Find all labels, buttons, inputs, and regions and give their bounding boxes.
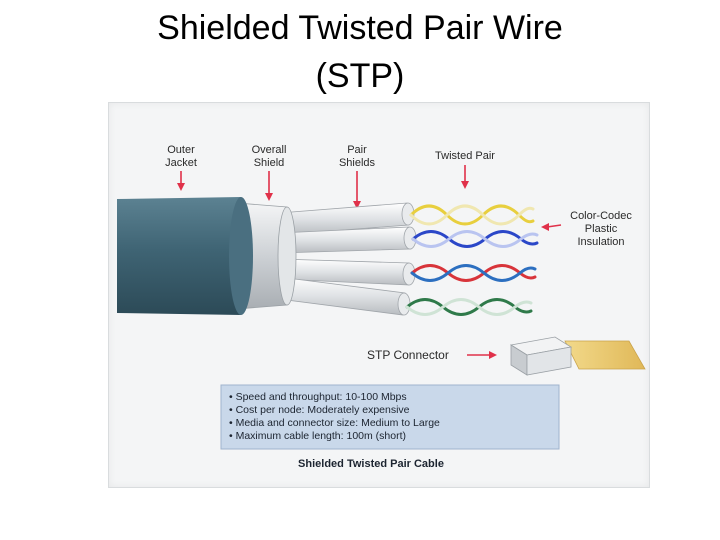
spec-box — [220, 384, 560, 450]
title-line-2: (STP) — [315, 57, 405, 95]
title-line-1: Shielded Twisted Pair Wire — [157, 9, 563, 47]
twisted-pair-blue — [411, 230, 539, 248]
label-pair-shields-line1: Pair — [347, 144, 367, 156]
arrow-twisted-pair-head — [461, 181, 469, 189]
pair-shield-tube-4-end — [397, 292, 411, 316]
wire-blue-stripe — [411, 230, 539, 248]
spec-item-length: • Maximum cable length: 100m (short) — [229, 430, 406, 442]
overall-shield-end — [277, 206, 297, 306]
figure-caption: Shielded Twisted Pair Cable — [298, 458, 444, 470]
label-twisted-pair: Twisted Pair — [435, 150, 495, 162]
arrow-overall-shield-head — [265, 193, 273, 201]
wire-green-stripe — [405, 298, 533, 316]
label-insulation-line2: Plastic — [585, 223, 618, 235]
label-outer-jacket-line2: Jacket — [165, 157, 197, 169]
label-insulation-line3: Insulation — [577, 236, 624, 248]
twisted-pair-yellow — [409, 204, 535, 226]
connector-front — [526, 346, 572, 376]
spec-item-size: • Media and connector size: Medium to La… — [229, 417, 440, 429]
connector-cable-tape — [564, 340, 646, 370]
label-stp-connector: STP Connector — [367, 348, 449, 362]
outer-jacket-end — [229, 197, 253, 315]
stp-diagram: Outer Jacket Overall Shield Pair Shields… — [117, 144, 646, 470]
wire-red-stripe — [410, 264, 537, 282]
slide-title: Shielded Twisted Pair Wire (STP) — [0, 4, 720, 100]
spec-item-speed: • Speed and throughput: 10-100 Mbps — [229, 391, 407, 403]
spec-list: • Speed and throughput: 10-100 Mbps • Co… — [229, 391, 440, 442]
label-pair-shields-line2: Shields — [339, 157, 376, 169]
arrow-connector-head — [489, 351, 497, 359]
twisted-pairs — [405, 204, 539, 316]
label-insulation-line1: Color-Codec — [570, 210, 632, 222]
label-insulation: Color-Codec Plastic Insulation — [570, 210, 632, 248]
label-outer-jacket: Outer Jacket — [165, 144, 197, 169]
arrow-insulation-head — [541, 223, 549, 231]
label-outer-jacket-line1: Outer — [167, 144, 195, 156]
callout-arrows — [177, 165, 562, 359]
twisted-pair-green — [405, 298, 533, 316]
pair-shield-tubes — [278, 202, 417, 316]
outer-jacket — [117, 197, 248, 315]
label-overall-shield-line2: Shield — [254, 157, 285, 169]
arrow-pair-shields-head — [353, 201, 361, 209]
label-overall-shield-line1: Overall — [252, 144, 287, 156]
stp-connector — [509, 336, 646, 376]
wire-yellow-stripe — [409, 204, 535, 226]
twisted-pair-red — [410, 264, 537, 282]
spec-item-cost: • Cost per node: Moderately expensive — [229, 404, 410, 416]
label-pair-shields: Pair Shields — [339, 144, 376, 169]
stp-cable-figure: Outer Jacket Overall Shield Pair Shields… — [108, 102, 650, 488]
arrow-outer-jacket-head — [177, 183, 185, 191]
label-overall-shield: Overall Shield — [252, 144, 287, 169]
arrow-insulation-line — [546, 224, 562, 228]
